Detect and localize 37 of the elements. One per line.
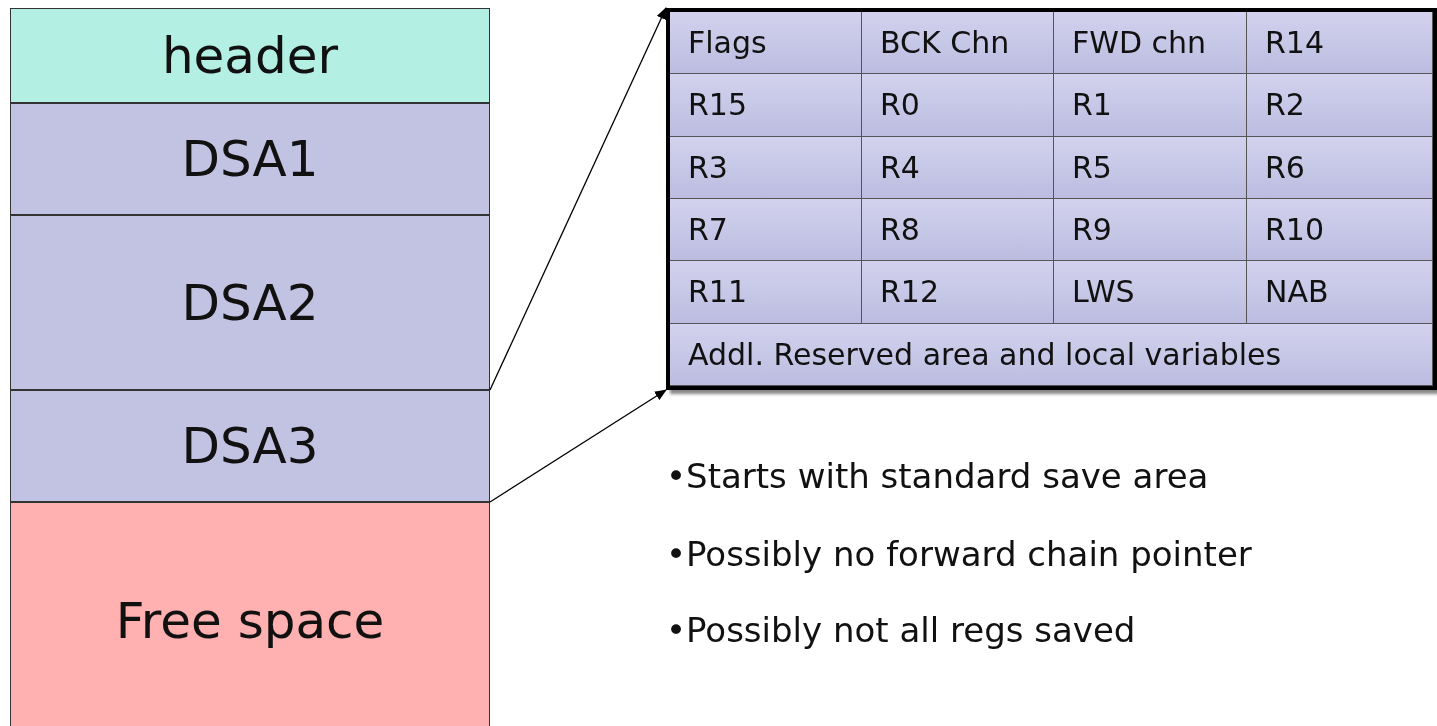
block-label: Free space [115,592,385,650]
table-cell: BCK Chn [862,12,1054,75]
table-cell: R1 [1054,74,1247,137]
arrow [489,389,667,503]
memory-block [10,8,490,103]
block-label: DSA1 [181,130,319,188]
block-label: header [161,26,339,85]
table-cell: R10 [1247,199,1433,262]
table-cell: R5 [1054,136,1247,199]
memory-block [10,502,490,726]
memory-block [10,215,490,390]
table-cell: FWD chn [1054,12,1247,75]
table-cell: R6 [1247,136,1433,199]
table-cell: R3 [670,136,862,199]
table-cell: Addl. Reserved area and local variables [670,323,1433,386]
memory-block [10,390,490,502]
save-area-table [666,8,1437,390]
table-cell: R12 [862,261,1054,324]
table-cell: Flags [670,12,862,75]
table-cell: NAB [1247,261,1433,324]
arrow [489,7,667,391]
bullet-text: •Starts with standard save area [666,456,1209,496]
block-label: DSA3 [181,417,319,475]
table-cell: LWS [1054,261,1247,324]
memory-block [10,103,490,215]
bullet-text: •Possibly not all regs saved [666,610,1136,650]
bullet-text: •Possibly no forward chain pointer [666,534,1252,574]
table-cell: R8 [862,199,1054,262]
table-cell: R11 [670,261,862,324]
table-cell: R4 [862,136,1054,199]
block-label: DSA2 [181,273,319,332]
table-cell: R15 [670,74,862,137]
table-cell: R7 [670,199,862,262]
table-cell: R14 [1247,12,1433,75]
table-cell: R9 [1054,199,1247,262]
table-cell: R0 [862,74,1054,137]
table-cell: R2 [1247,74,1433,137]
